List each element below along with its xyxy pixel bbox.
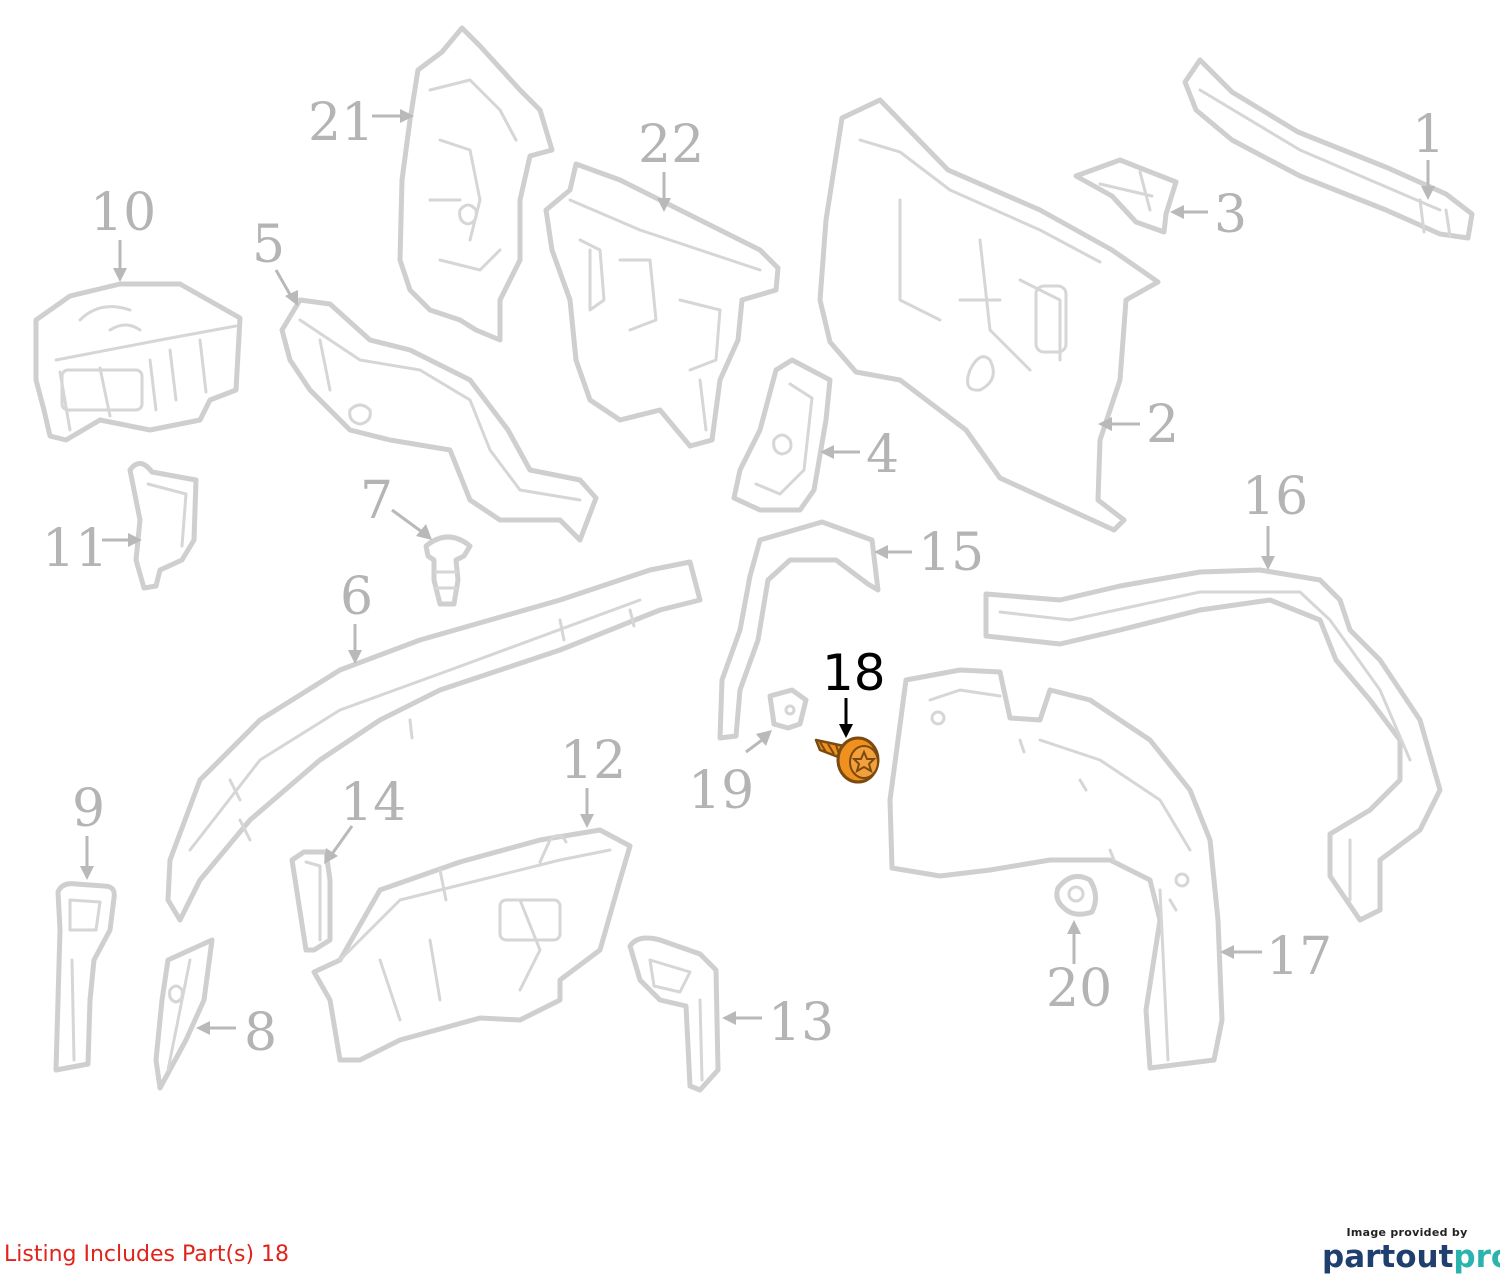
callout-10: 10 [90, 183, 156, 282]
part-12-drawing [311, 827, 633, 1063]
svg-text:9: 9 [72, 779, 105, 839]
part-11-drawing [127, 461, 199, 591]
part-15-drawing [717, 519, 881, 741]
partoutpro-logo: partoutpro [1322, 1239, 1500, 1275]
brand-name-part1: partout [1322, 1239, 1454, 1275]
svg-text:21: 21 [308, 93, 374, 153]
svg-text:10: 10 [90, 183, 156, 243]
callout-22: 22 [638, 115, 704, 212]
part-3-drawing [1073, 157, 1179, 235]
svg-text:3: 3 [1214, 185, 1247, 245]
callout-7: 7 [360, 471, 432, 540]
svg-text:2: 2 [1146, 395, 1179, 455]
callout-14: 14 [324, 773, 406, 864]
callout-20: 20 [1046, 920, 1112, 1019]
svg-text:22: 22 [638, 115, 704, 175]
callout-21: 21 [308, 93, 414, 153]
part-18-bolt-highlighted [814, 736, 880, 784]
svg-text:14: 14 [340, 773, 406, 833]
svg-text:1: 1 [1412, 105, 1445, 165]
part-4-drawing [731, 357, 833, 513]
part-17-drawing [887, 667, 1225, 1071]
callout-2: 2 [1098, 395, 1179, 455]
svg-text:5: 5 [252, 215, 285, 275]
callout-9: 9 [72, 779, 105, 880]
svg-text:8: 8 [244, 1003, 277, 1063]
callout-12: 12 [560, 731, 626, 828]
part-7-drawing [423, 534, 473, 607]
part-20-drawing [1054, 873, 1098, 917]
part-9-drawing [53, 881, 117, 1073]
svg-text:11: 11 [42, 519, 108, 579]
svg-text:6: 6 [340, 567, 373, 627]
part-14-drawing [289, 849, 333, 953]
callout-15: 15 [874, 523, 984, 583]
image-credit-line: Image provided by [1346, 1226, 1468, 1239]
callout-5: 5 [252, 215, 298, 306]
image-credit: Image provided by partoutpro [1322, 1226, 1500, 1275]
part-22-drawing [543, 161, 781, 449]
callout-17: 17 [1220, 927, 1332, 987]
part-2-drawing [817, 97, 1161, 533]
svg-text:17: 17 [1266, 927, 1332, 987]
part-21-drawing [397, 25, 555, 343]
callout-18-highlighted: 18 [822, 644, 886, 738]
callout-3: 3 [1170, 185, 1247, 245]
callout-4: 4 [820, 425, 899, 485]
callout-11: 11 [42, 519, 142, 579]
svg-text:12: 12 [560, 731, 626, 791]
callout-8: 8 [196, 1003, 277, 1063]
part-13-drawing [627, 935, 721, 1093]
callout-19: 19 [688, 730, 772, 821]
part-10-drawing [33, 281, 243, 443]
part-6-drawing [165, 559, 703, 923]
part-19-drawing [767, 687, 809, 731]
part-8-drawing [153, 937, 215, 1091]
callout-13: 13 [722, 993, 834, 1053]
callout-1: 1 [1412, 105, 1445, 200]
brand-name-part2: pro [1453, 1239, 1500, 1275]
svg-text:20: 20 [1046, 959, 1112, 1019]
svg-text:13: 13 [768, 993, 834, 1053]
svg-text:19: 19 [688, 761, 754, 821]
svg-text:18: 18 [822, 644, 886, 702]
part-5-drawing [279, 297, 599, 543]
callout-6: 6 [340, 567, 373, 664]
part-1-drawing [1182, 57, 1475, 241]
listing-parts-note: Listing Includes Part(s) 18 [4, 1242, 290, 1267]
svg-text:7: 7 [360, 471, 393, 531]
svg-text:4: 4 [866, 425, 899, 485]
svg-text:15: 15 [918, 523, 984, 583]
svg-text:16: 16 [1242, 467, 1308, 527]
part-16-drawing [983, 567, 1443, 923]
callout-16: 16 [1242, 467, 1308, 570]
